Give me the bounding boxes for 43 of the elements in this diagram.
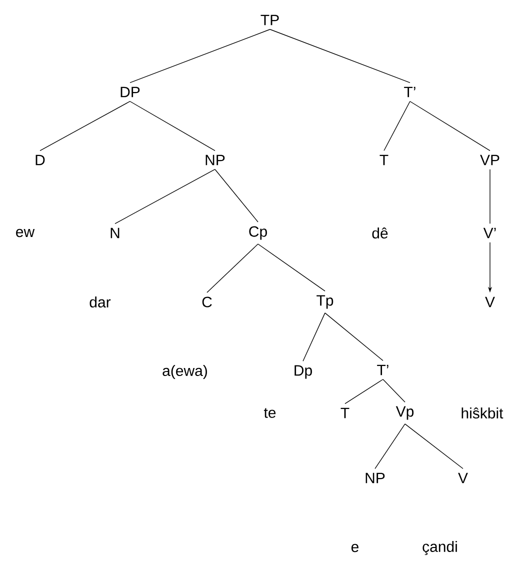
tree-label: Cp — [249, 226, 267, 240]
word: çandi — [422, 540, 457, 556]
word: dar — [90, 296, 111, 308]
branch-line — [384, 101, 410, 151]
branch-line — [206, 244, 258, 293]
tree-label: NP — [206, 154, 225, 166]
tree-label: C — [202, 296, 212, 308]
tree-label: V — [458, 472, 468, 484]
branch-line — [40, 101, 130, 151]
tree-label: T — [380, 154, 388, 166]
branch-line — [302, 312, 326, 362]
tree-label: T’ — [377, 364, 388, 376]
tree-label: N — [110, 228, 120, 238]
tree-label: V’ — [483, 228, 496, 238]
tree-label: TP — [260, 14, 279, 26]
tree-label: D — [36, 154, 45, 166]
branch-line — [344, 379, 384, 404]
branch-line — [374, 424, 406, 469]
word: e — [351, 544, 358, 552]
branch-line — [130, 101, 216, 151]
branch-line — [324, 312, 384, 361]
word: dê — [372, 227, 388, 239]
word: te — [264, 408, 276, 418]
tree-label: T’ — [404, 86, 416, 98]
word: hiŝkbit — [462, 407, 504, 419]
branch-line — [114, 169, 216, 224]
branch-line — [130, 29, 270, 83]
tree-label: DP — [120, 86, 140, 98]
branch-line — [404, 424, 464, 469]
branch-line — [214, 169, 258, 222]
tree-label: V — [485, 296, 495, 308]
tree-label: Vp — [396, 406, 414, 420]
tree-label: T — [340, 408, 350, 418]
tree-label: Tp — [316, 295, 334, 309]
tree-label: Dp — [294, 365, 312, 379]
tree-label: VP — [480, 154, 500, 166]
branch-line — [410, 101, 490, 151]
word: ew — [16, 228, 35, 238]
branch-line — [270, 29, 410, 83]
branch-line — [382, 379, 406, 402]
tree-label: NP — [366, 472, 385, 484]
word: a(ewa) — [162, 365, 207, 379]
branch-line — [258, 244, 326, 292]
